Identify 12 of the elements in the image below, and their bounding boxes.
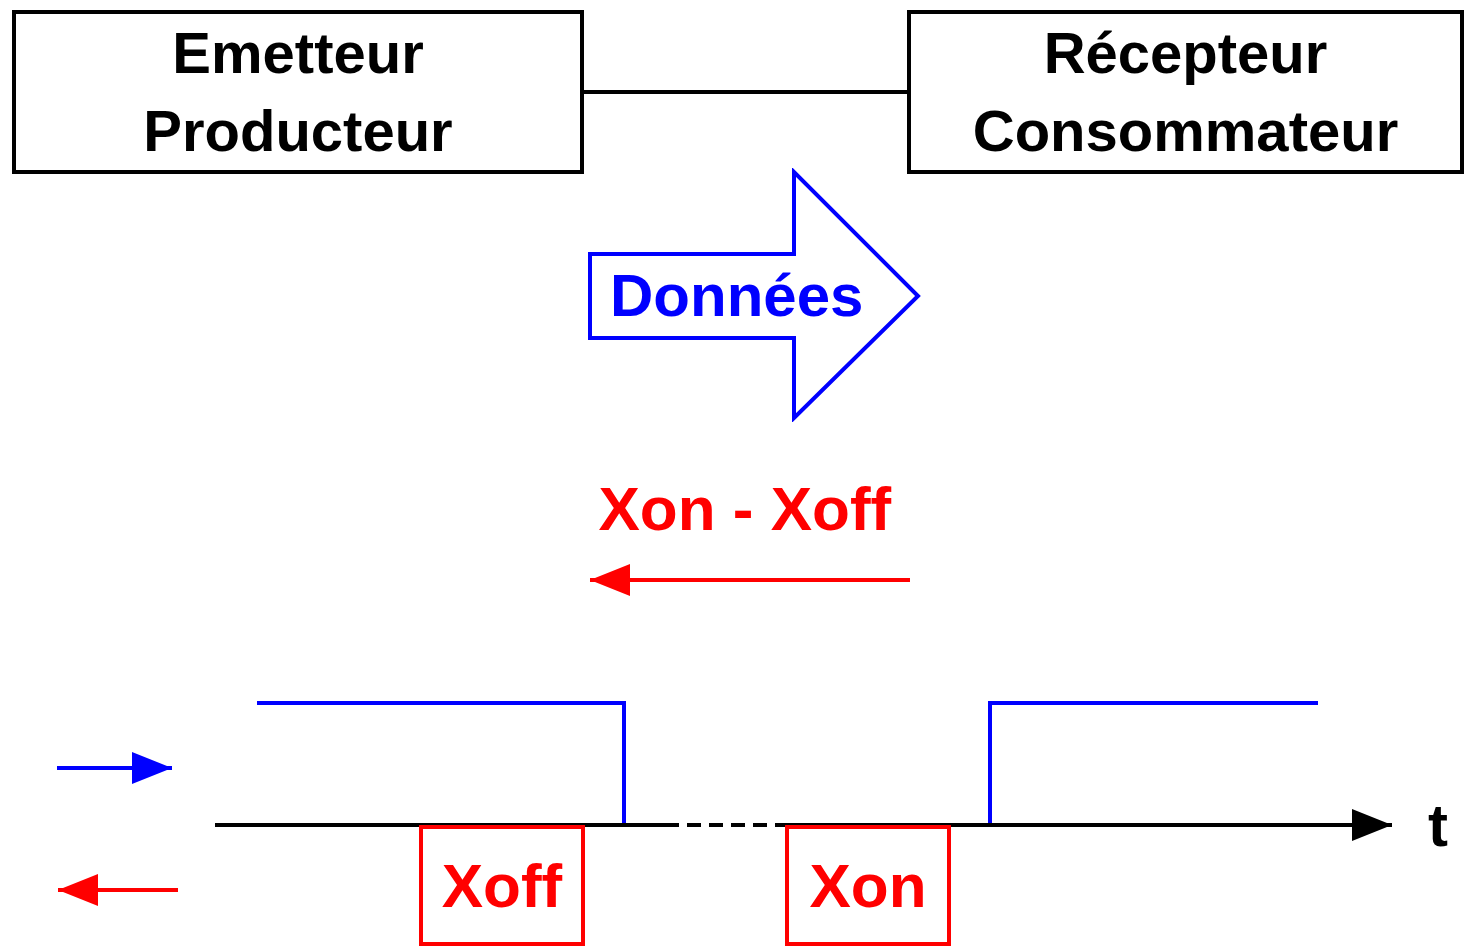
protocol-label: Xon - Xoff (598, 472, 892, 544)
process-box (907, 10, 1464, 174)
process-box (12, 10, 584, 174)
box-label: Récepteur Consommateur (971, 18, 1400, 165)
axis-label: t (1428, 790, 1448, 860)
box-label: Xoff (441, 849, 563, 922)
box-label: Emetteur Producteur (142, 18, 454, 165)
arrow-label: Données (610, 261, 864, 331)
connector-line (584, 90, 907, 94)
box-label: Xon (809, 849, 927, 922)
signal-box (419, 825, 585, 946)
signal-box (785, 825, 951, 946)
